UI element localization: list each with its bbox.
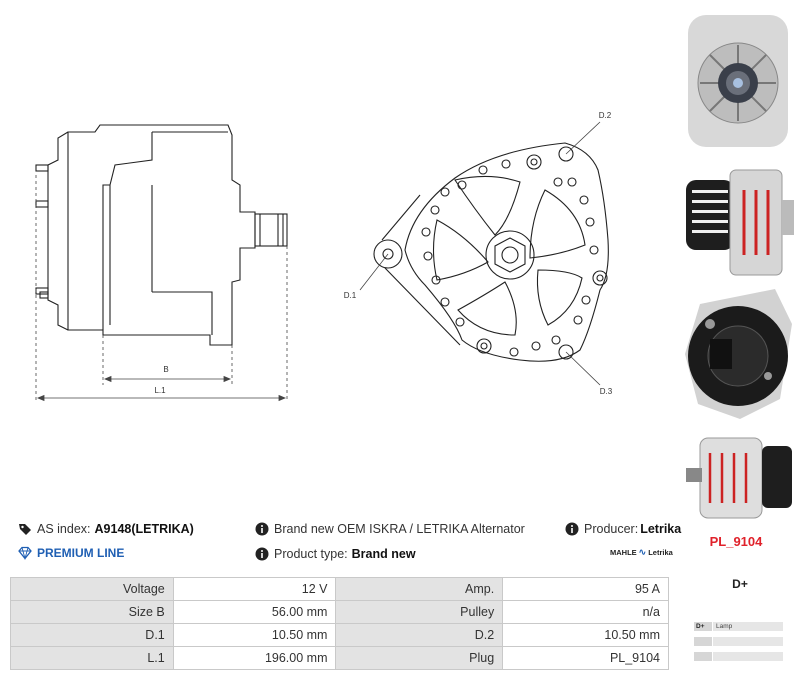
label-l1: L.1 [154, 386, 166, 395]
pin-description [713, 652, 783, 661]
pin-code [694, 652, 712, 661]
spec-key: Pulley [335, 600, 504, 624]
pin-code [694, 637, 712, 646]
brand-logo-left: MAHLE [610, 548, 637, 557]
alternator-drawing-svg: B L.1 D.1 D.2 D.3 [35, 111, 613, 402]
bolt-middle [35, 200, 49, 208]
bolt-top [35, 164, 49, 172]
premium-line-badge: PREMIUM LINE [18, 546, 124, 560]
side-view-inner-body [102, 131, 228, 335]
label-d3: D.3 [600, 387, 613, 396]
front-spoke-right [529, 189, 586, 259]
side-view-rear-flange [47, 131, 69, 331]
bolt-lower [35, 287, 49, 295]
label-d1: D.1 [344, 291, 357, 300]
product-photos [676, 0, 800, 530]
wave-icon: ∿ [638, 547, 647, 557]
info-icon [255, 547, 269, 561]
description-text: Brand new OEM ISKRA / LETRIKA Alternator [274, 522, 525, 536]
product-type-label: Product type: [274, 547, 348, 561]
product-type-row: Product type: Brand new [255, 547, 416, 561]
photo-rear-view[interactable] [680, 284, 798, 424]
info-icon [255, 522, 269, 536]
table-row: Size B 56.00 mm Pulley n/a [10, 600, 669, 624]
producer-label: Producer: [584, 522, 639, 536]
front-spoke-left [432, 219, 489, 281]
technical-drawing: B L.1 D.1 D.2 D.3 [35, 111, 613, 402]
spec-value: 95 A [502, 577, 669, 601]
photo-front-view[interactable] [680, 5, 798, 157]
spec-value: n/a [502, 600, 669, 624]
as-index-row: AS index: A9148(LETRIKA) [18, 522, 194, 536]
brand-logo-right: Letrika [648, 548, 673, 557]
spec-key: D.2 [335, 623, 504, 647]
front-hub [485, 230, 535, 280]
spec-value[interactable]: PL_9104 [502, 646, 669, 670]
front-hub-nut [494, 237, 526, 273]
label-d2: D.2 [599, 111, 612, 120]
spec-value: 56.00 mm [172, 600, 337, 624]
producer-value[interactable]: Letrika [640, 522, 682, 536]
label-b: B [163, 365, 168, 374]
pin-description [713, 637, 783, 646]
spec-key: Size B [10, 600, 174, 624]
tag-icon [19, 524, 31, 535]
pin-description: Lamp [713, 622, 783, 631]
bolt-bottom [39, 291, 49, 299]
spec-key: L.1 [10, 646, 174, 670]
front-spoke-bottom-right [536, 269, 583, 326]
spec-key: D.1 [10, 623, 174, 647]
side-view-outline [67, 124, 256, 346]
producer-row: Producer: Letrika [565, 522, 681, 536]
pinout-title: D+ [732, 577, 748, 591]
mount-hole-d2 [558, 146, 574, 162]
info-icon [565, 522, 579, 536]
pinout-row [694, 652, 783, 661]
table-row: D.1 10.50 mm D.2 10.50 mm [10, 623, 669, 647]
spec-table: Voltage 12 V Amp. 95 A Size B 56.00 mm P… [10, 577, 669, 670]
mount-hole-d3 [558, 344, 574, 360]
spec-value: 12 V [172, 577, 337, 601]
spec-key: Voltage [10, 577, 174, 601]
pinout-row [694, 637, 783, 646]
pulley-shaft [254, 213, 288, 247]
front-spoke-bottom-left [457, 281, 517, 336]
spec-key: Amp. [335, 577, 504, 601]
spec-value: 10.50 mm [172, 623, 337, 647]
pin-code: D+ [694, 622, 712, 631]
pinout-table: D+ Lamp [694, 622, 783, 667]
product-type-value: Brand new [351, 547, 416, 561]
photo-side-view[interactable] [680, 160, 798, 282]
diamond-icon [18, 546, 32, 560]
photo-angled-view[interactable] [680, 428, 798, 526]
premium-line-text: PREMIUM LINE [37, 546, 125, 560]
front-spoke-top [454, 175, 521, 236]
spec-key: Plug [335, 646, 504, 670]
mahle-letrika-logo: MAHLE ∿ Letrika [610, 547, 673, 558]
table-row: L.1 196.00 mm Plug PL_9104 [10, 646, 669, 670]
spec-value: 196.00 mm [172, 646, 337, 670]
plug-code[interactable]: PL_9104 [709, 534, 763, 549]
table-row: Voltage 12 V Amp. 95 A [10, 577, 669, 601]
description-row: Brand new OEM ISKRA / LETRIKA Alternator [255, 522, 525, 536]
front-view-outline [404, 142, 609, 362]
mount-ear-d1 [373, 239, 403, 269]
as-index-label: AS index: [37, 522, 91, 536]
as-index-value[interactable]: A9148(LETRIKA) [94, 522, 194, 536]
pinout-row: D+ Lamp [694, 622, 783, 631]
spec-value: 10.50 mm [502, 623, 669, 647]
